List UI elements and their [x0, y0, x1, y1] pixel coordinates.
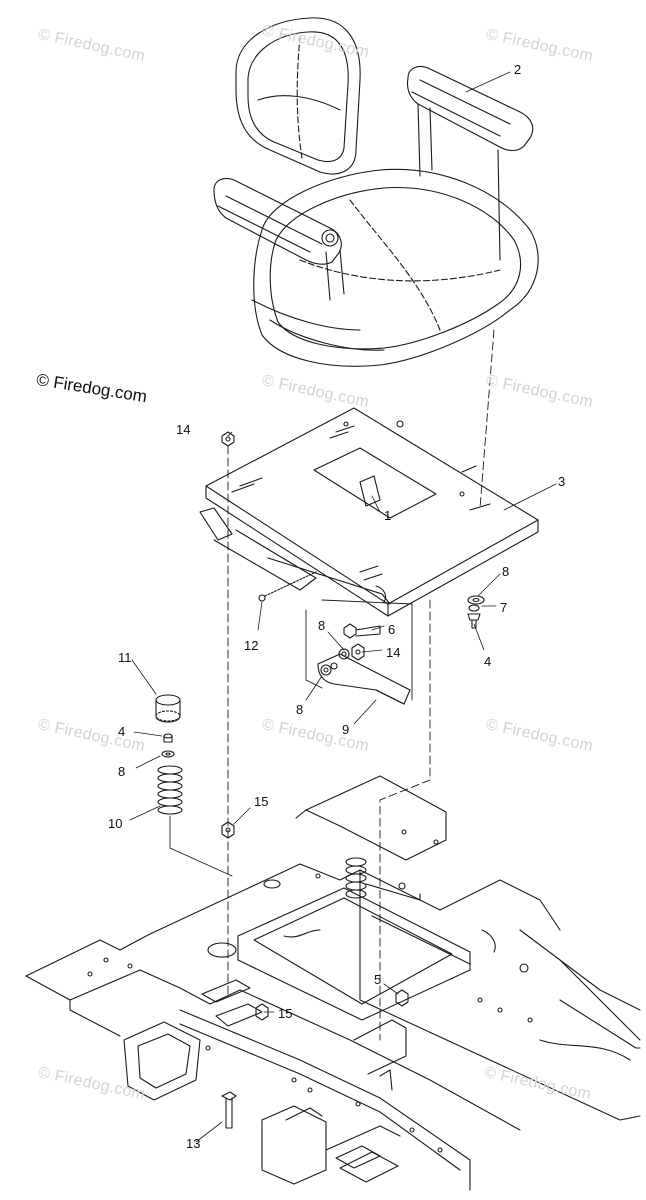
callout-8-left: 8 [118, 764, 125, 779]
callout-10: 10 [108, 816, 122, 831]
callout-14-top: 14 [176, 422, 190, 437]
callout-7: 7 [500, 600, 507, 615]
callout-15-top: 15 [254, 794, 268, 809]
callout-5: 5 [374, 972, 381, 987]
callout-4-right: 4 [484, 654, 491, 669]
leader-lines [129, 71, 557, 1143]
callout-9: 9 [342, 722, 349, 737]
bracket-9 [317, 653, 411, 705]
callout-12: 12 [244, 638, 258, 653]
callout-11: 11 [118, 650, 132, 665]
callout-8-mid: 8 [318, 618, 325, 633]
seat-plate [199, 407, 539, 617]
callout-1: 1 [384, 508, 391, 523]
bolt-4-right [467, 613, 481, 629]
callout-14-mid: 14 [386, 645, 400, 660]
frame [25, 775, 641, 1191]
callout-4-left: 4 [118, 724, 125, 739]
nut-14-top [221, 431, 235, 447]
bolt-13 [221, 1091, 237, 1129]
callout-labels: 2 3 1 14 8 7 4 12 6 8 14 8 9 11 4 8 10 1… [108, 62, 565, 1151]
callout-3: 3 [558, 474, 565, 489]
nut-15-top [221, 821, 235, 839]
bolt-6 [343, 623, 381, 639]
lockwasher-7 [468, 604, 480, 612]
washer-8-b [320, 664, 332, 676]
nut-14-mid [351, 643, 365, 661]
callout-8-low: 8 [296, 702, 303, 717]
seat [213, 17, 539, 367]
callout-6: 6 [388, 622, 395, 637]
washer-8-right [467, 595, 485, 605]
bumper-11 [155, 694, 181, 723]
callout-15-low: 15 [278, 1006, 292, 1021]
callout-2: 2 [514, 62, 521, 77]
washer-8-left [161, 750, 175, 758]
callout-13: 13 [186, 1136, 200, 1151]
callout-8-right: 8 [502, 564, 509, 579]
spring-10 [157, 765, 183, 815]
bolt-4-left [163, 733, 173, 743]
bolt-12 [258, 571, 317, 602]
